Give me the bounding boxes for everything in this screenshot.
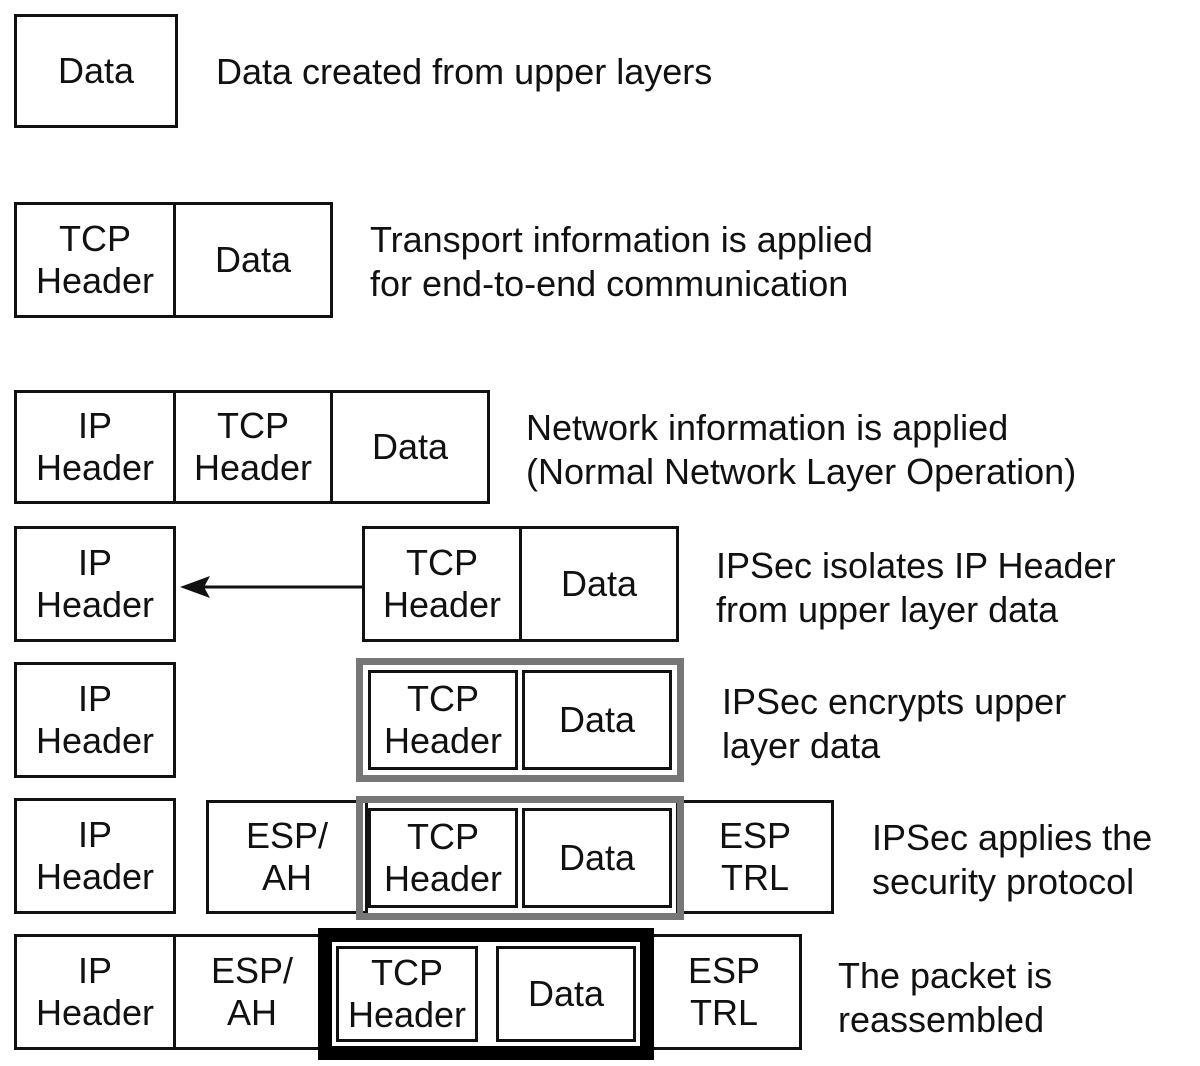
- data-block: Data: [14, 14, 178, 128]
- arrow-left-icon: [180, 576, 364, 598]
- data-block: Data: [330, 390, 490, 504]
- encryption-frame: [356, 658, 684, 782]
- step-2-description: Transport information is applied for end…: [370, 219, 873, 304]
- encryption-frame: [356, 796, 684, 920]
- step-1-description: Data created from upper layers: [216, 51, 713, 92]
- data-block: Data: [522, 670, 672, 770]
- data-block: Data: [522, 808, 672, 908]
- data-block: Data: [173, 202, 333, 318]
- step-3-description: Network information is applied (Normal N…: [526, 407, 1077, 492]
- data-block: Data: [519, 526, 679, 642]
- step-7-description: The packet is reassembled: [838, 955, 1053, 1040]
- step-5-description: IPSec encrypts upper layer data: [722, 681, 1067, 766]
- esp-ah-block: ESP/AH: [173, 934, 331, 1050]
- step-4-description: IPSec isolates IP Header from upper laye…: [716, 545, 1116, 630]
- esp-ah-block: ESP/AH: [206, 800, 368, 914]
- data-block: Data: [496, 946, 636, 1042]
- step-6-description: IPSec applies the security protocol: [872, 817, 1153, 902]
- reassembled-frame: [318, 928, 654, 1060]
